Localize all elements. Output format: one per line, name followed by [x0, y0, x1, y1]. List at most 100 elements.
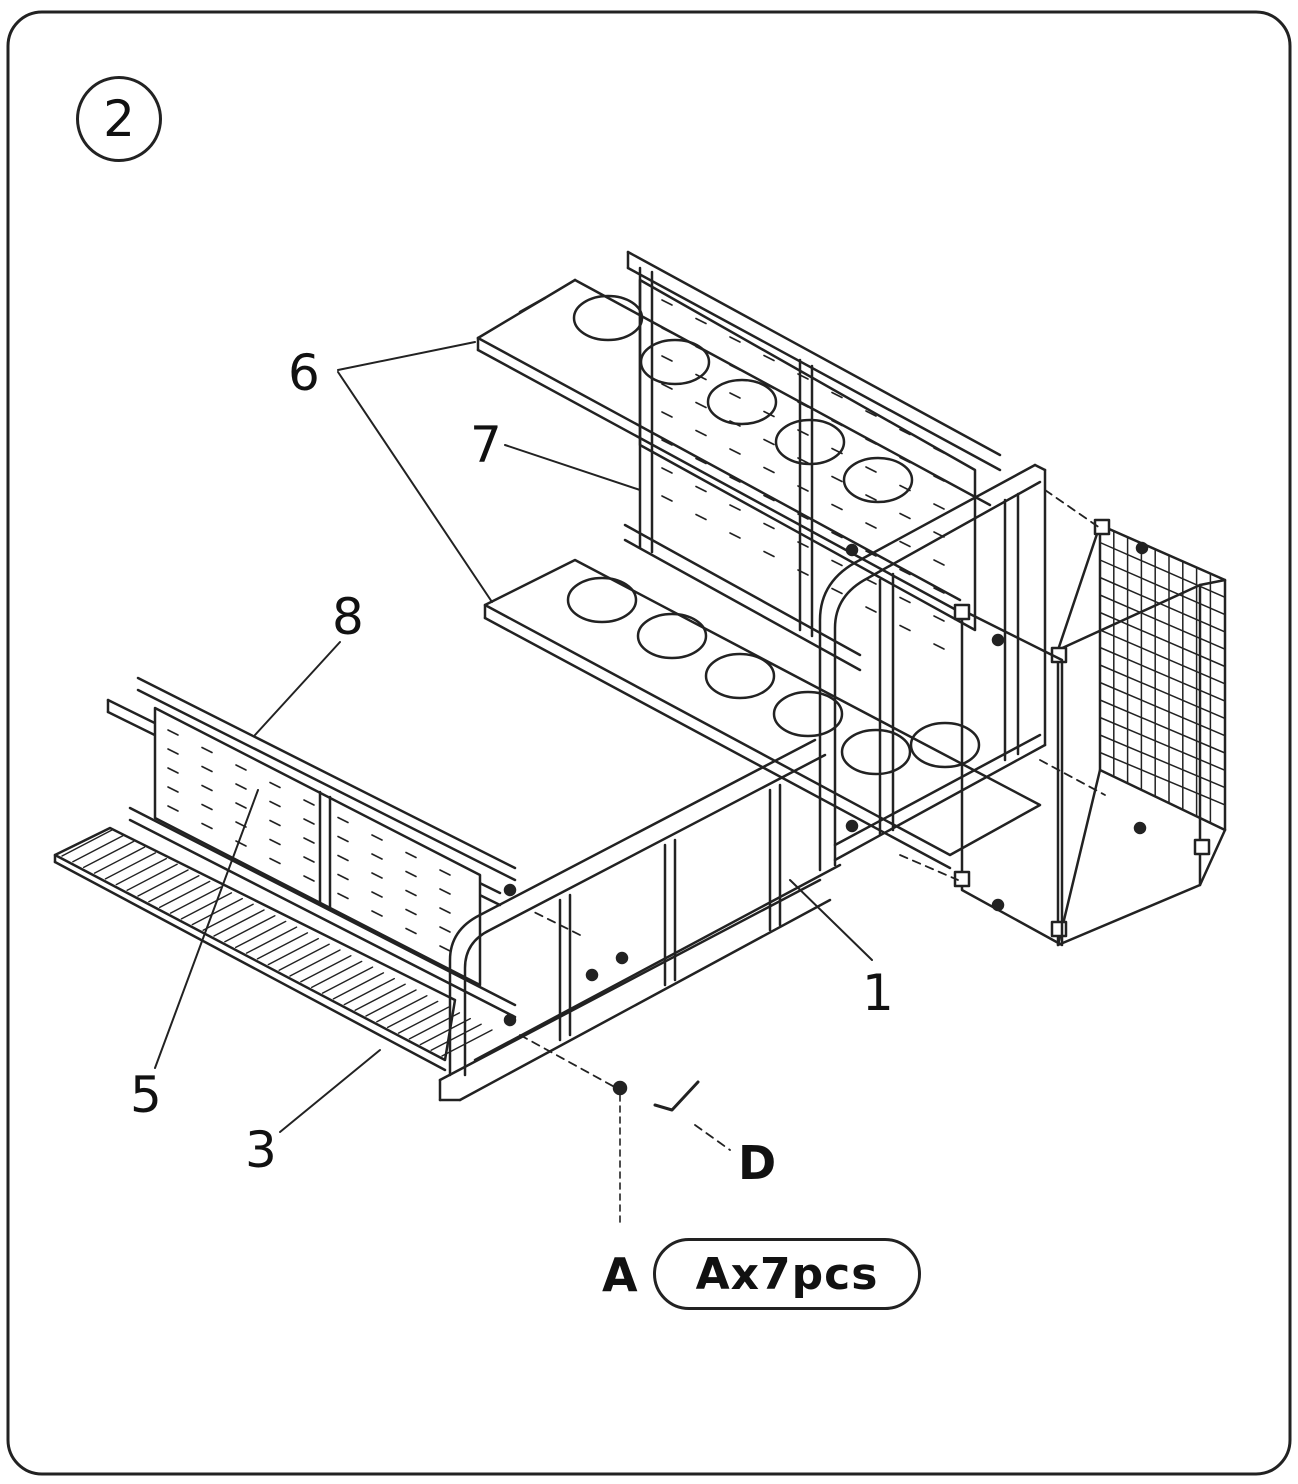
panel-slot	[405, 889, 417, 897]
panel-slot	[729, 504, 741, 511]
basket-bracket	[953, 603, 1064, 947]
grid-bar	[93, 846, 146, 874]
shelf-ring	[636, 612, 708, 660]
panel-slot	[269, 819, 281, 827]
panel-slot	[167, 767, 179, 774]
panel-slot	[763, 522, 775, 530]
shelf-ring	[772, 690, 844, 738]
grid-bar	[202, 903, 254, 931]
panel-slot	[661, 355, 673, 362]
front-frame	[438, 463, 1047, 1102]
panel-slot	[661, 467, 673, 474]
panel-slot	[269, 838, 281, 846]
grid-bar	[191, 897, 243, 926]
callout-part-1: 1	[862, 964, 894, 1022]
panel-slot	[831, 503, 843, 511]
panel-slot	[899, 540, 911, 548]
panel-slot	[933, 503, 945, 510]
panel-slot	[439, 869, 451, 876]
panel-slot	[167, 805, 179, 812]
panel-slot	[167, 786, 179, 793]
panel-slot	[695, 485, 707, 493]
grid-bar	[72, 835, 124, 863]
panel-slot	[797, 569, 809, 576]
callout-hardware-a: A	[602, 1248, 638, 1302]
grid-bar	[311, 960, 363, 989]
panel-slot	[933, 643, 945, 650]
panel-slot	[405, 908, 417, 916]
panel-slot	[695, 317, 707, 325]
panel-slot	[337, 854, 349, 862]
shelf-ring	[639, 338, 711, 386]
grid-bar	[115, 857, 167, 886]
panel-slot	[167, 729, 179, 736]
shelf-ring	[774, 418, 846, 466]
step-number-badge: 2	[76, 76, 162, 162]
panel-slot	[235, 764, 247, 771]
panel-slot	[729, 532, 741, 539]
grid-bar	[267, 937, 319, 966]
panel-slot	[729, 392, 741, 399]
mesh-wire	[1099, 646, 1226, 702]
panel-slot	[729, 336, 741, 343]
shelf-ring	[566, 576, 638, 624]
grid-bar	[104, 852, 157, 880]
panel-slot	[405, 851, 417, 859]
grid-bar	[224, 915, 276, 943]
grid-bar	[397, 1006, 450, 1034]
panel-slot	[831, 559, 843, 567]
grid-bar	[343, 977, 395, 1006]
panel-slot	[439, 926, 451, 933]
panel-slot	[661, 495, 673, 502]
panel-slot	[201, 822, 213, 830]
shelf-ring	[840, 728, 912, 776]
panel-slot	[405, 870, 417, 878]
mesh-wire	[1099, 751, 1226, 806]
panel-slot	[899, 568, 911, 576]
panel-slot	[763, 466, 775, 474]
callout-part-3: 3	[245, 1121, 277, 1179]
mesh-wire	[1099, 664, 1226, 720]
panel-slot	[695, 513, 707, 521]
mesh-wire	[1099, 576, 1226, 633]
diagram-border	[6, 10, 1292, 1476]
mesh-wire	[1099, 594, 1226, 650]
panel-slot	[763, 494, 775, 502]
panel-slot	[337, 816, 349, 824]
panel-slot	[235, 783, 247, 790]
grid-bar	[387, 1000, 439, 1029]
grid-bar	[289, 949, 341, 977]
shelf-ring	[572, 294, 644, 342]
panel-slot	[303, 856, 315, 863]
panel-slot	[865, 466, 877, 473]
panel-slot	[899, 512, 911, 520]
panel-slot	[371, 853, 383, 860]
panel-slot	[201, 765, 213, 773]
panel-slot	[661, 411, 673, 418]
callout-part-6: 6	[288, 344, 320, 402]
callout-part-5: 5	[130, 1066, 162, 1124]
panel-slot	[797, 541, 809, 548]
panel-slot	[695, 401, 707, 409]
panel-slot	[899, 428, 911, 436]
panel-slot	[763, 550, 775, 558]
panel-slot	[235, 840, 247, 847]
grid-bar	[235, 920, 287, 949]
mesh-wire	[1099, 559, 1226, 616]
mesh-wire	[1099, 734, 1226, 789]
panel-slot	[661, 383, 673, 390]
mesh-wire	[1099, 716, 1226, 772]
panel-slot	[729, 448, 741, 455]
panel-slot	[439, 888, 451, 895]
panel-slot	[269, 781, 281, 789]
panel-slot	[865, 522, 877, 529]
shelf-ring	[704, 652, 776, 700]
panel-slot	[371, 872, 383, 879]
panel-slot	[303, 799, 315, 806]
shelf-ring	[706, 378, 778, 426]
grid-bar	[365, 989, 417, 1017]
panel-slot	[371, 834, 383, 841]
panel-slot	[405, 927, 417, 935]
side-basket	[1050, 518, 1227, 947]
